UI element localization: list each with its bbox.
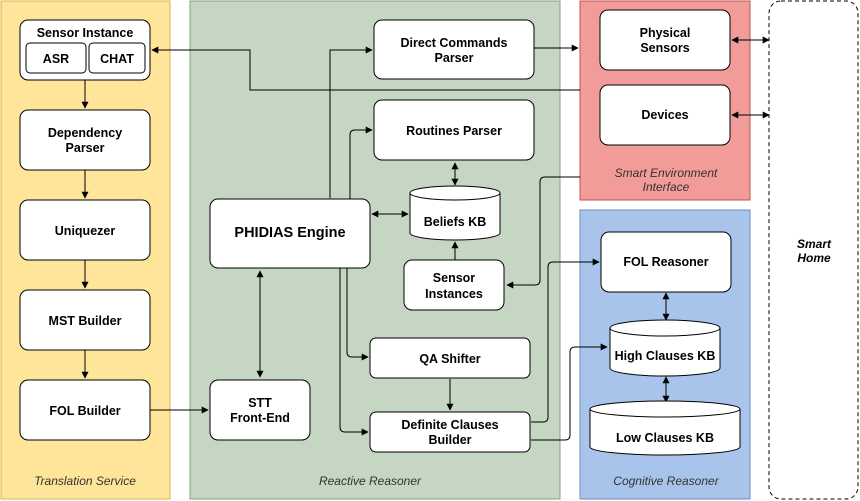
direct-commands-parser-node: Direct Commands Parser: [373, 19, 535, 80]
edge-environment-to-sensor-instances: [506, 176, 580, 289]
low-clauses-kb-node: Low Clauses KB: [589, 400, 741, 456]
dependency-parser-label-1: Dependency: [48, 126, 122, 140]
stt-label-2: Front-End: [230, 411, 290, 425]
direct-commands-label-1: Direct Commands: [401, 36, 508, 50]
uniquezer-label: Uniquezer: [55, 224, 116, 238]
qa-shifter-node: QA Shifter: [369, 337, 531, 379]
fol-reasoner-node: FOL Reasoner: [600, 231, 732, 293]
direct-commands-label-2: Parser: [435, 51, 474, 65]
cognitive-panel-label: Cognitive Reasoner: [613, 474, 719, 488]
physical-sensors-label-1: Physical: [640, 26, 691, 40]
sensor-instances-label-1: Sensor: [433, 271, 476, 285]
smart-home-label-1: Smart: [797, 237, 832, 251]
environment-panel-label-2: Interface: [643, 180, 690, 194]
chat-box: [88, 42, 146, 74]
mst-builder-node: MST Builder: [19, 289, 151, 351]
devices-node: Devices: [599, 84, 731, 146]
low-clauses-kb-label: Low Clauses KB: [616, 431, 714, 445]
dependency-parser-label-2: Parser: [66, 141, 105, 155]
fol-builder-node: FOL Builder: [19, 379, 151, 441]
routines-parser-node: Routines Parser: [373, 99, 535, 161]
environment-panel-label-1: Smart Environment: [615, 166, 718, 180]
definite-clauses-builder-node: Definite Clauses Builder: [369, 411, 531, 453]
mst-builder-label: MST Builder: [49, 314, 122, 328]
chat-label: CHAT: [100, 52, 134, 66]
physical-sensors-label-2: Sensors: [640, 41, 689, 55]
high-clauses-kb-node: High Clauses KB: [609, 319, 721, 377]
edge-definite-to-fol-reasoner: [531, 258, 600, 423]
uniquezer-node: Uniquezer: [19, 199, 151, 261]
stt-label-1: STT: [248, 396, 272, 410]
beliefs-kb-label: Beliefs KB: [424, 215, 487, 229]
definite-clauses-label-2: Builder: [428, 433, 471, 447]
sensor-instances-node: Sensor Instances: [403, 259, 505, 311]
stt-front-end-node: STT Front-End: [209, 379, 311, 441]
high-clauses-kb-label: High Clauses KB: [615, 349, 716, 363]
definite-clauses-label-1: Definite Clauses: [401, 418, 498, 432]
beliefs-kb-node: Beliefs KB: [409, 185, 501, 241]
edge-engine-to-qa-shifter: [346, 268, 369, 361]
fol-reasoner-label: FOL Reasoner: [623, 255, 708, 269]
routines-parser-label: Routines Parser: [406, 124, 502, 138]
sensor-instance-label: Sensor Instance: [37, 26, 134, 40]
edge-definite-to-high-clauses: [531, 343, 608, 441]
edge-engine-to-routines: [349, 126, 373, 267]
phidias-engine-label: PHIDIAS Engine: [234, 225, 345, 241]
devices-label: Devices: [641, 108, 688, 122]
smart-home-label-2: Home: [797, 251, 831, 265]
edge-sensor-instance-environment: [151, 46, 580, 91]
edge-engine-to-direct-commands: [329, 46, 373, 198]
reactive-panel-label: Reactive Reasoner: [319, 474, 422, 488]
smart-home-panel: [768, 0, 859, 500]
qa-shifter-label: QA Shifter: [419, 352, 480, 366]
dependency-parser-node: Dependency Parser: [19, 109, 151, 171]
asr-box: [25, 42, 87, 74]
sensor-instances-label-2: Instances: [425, 287, 483, 301]
phidias-engine-node: PHIDIAS Engine: [209, 198, 371, 269]
asr-label: ASR: [43, 52, 69, 66]
fol-builder-label: FOL Builder: [49, 404, 120, 418]
physical-sensors-node: Physical Sensors: [599, 9, 731, 71]
edge-engine-to-definite: [339, 268, 369, 436]
translation-panel-label: Translation Service: [34, 474, 136, 488]
sensor-instance-node: Sensor Instance ASR CHAT: [19, 19, 151, 81]
